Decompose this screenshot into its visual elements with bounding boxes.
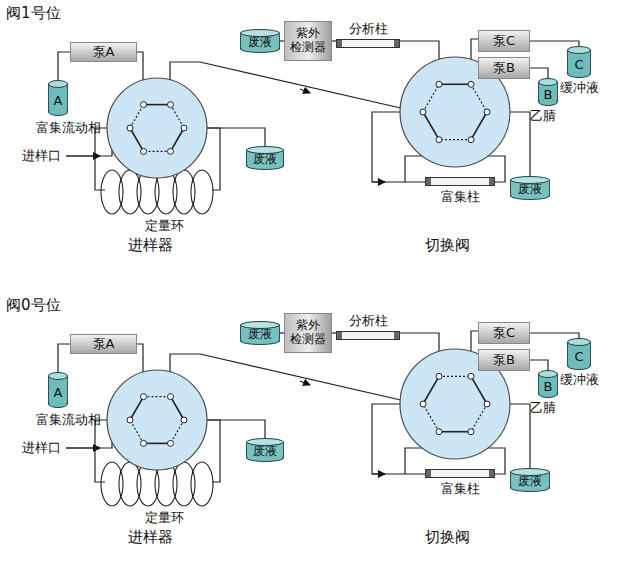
solvent-reservoir: B xyxy=(538,78,558,106)
column-tube xyxy=(425,177,495,186)
column: 分析柱 xyxy=(336,20,400,48)
pump-box: 泵C xyxy=(478,322,530,344)
waste-bottle: 废液 xyxy=(246,146,284,170)
solvent-reservoir: C xyxy=(567,338,591,370)
node-text: 废液 xyxy=(248,31,272,51)
part-label: 缓冲液 xyxy=(560,371,599,389)
node-text: 废液 xyxy=(248,323,272,343)
waste-bottle: 废液 xyxy=(246,438,284,462)
solvent-reservoir: A xyxy=(48,372,68,408)
pump-box: 泵A xyxy=(70,42,137,62)
node-text: 废液 xyxy=(518,178,542,198)
part-label: 富集流动相 xyxy=(36,411,101,429)
node-text: 废液 xyxy=(253,148,277,168)
node-text: 分析柱 xyxy=(349,20,388,37)
part-label: 乙腈 xyxy=(530,107,556,125)
pump-box: 泵B xyxy=(478,349,530,371)
node-text: A xyxy=(54,89,63,108)
part-label: 缓冲液 xyxy=(560,79,599,97)
part-label: 进样口 xyxy=(22,147,61,165)
node-text: 紫外 检测器 xyxy=(289,27,327,55)
uv-detector: 紫外 检测器 xyxy=(284,313,332,353)
part-label: 切换阀 xyxy=(425,528,470,547)
node-text: 泵B xyxy=(493,351,515,369)
part-label: 切换阀 xyxy=(425,236,470,255)
column-tube xyxy=(425,469,495,478)
waste-bottle: 废液 xyxy=(510,468,550,492)
uv-detector: 紫外 检测器 xyxy=(284,21,332,61)
part-label: 进样器 xyxy=(128,528,173,547)
solvent-reservoir: B xyxy=(538,370,558,398)
solvent-reservoir: A xyxy=(48,80,68,116)
tube-line xyxy=(58,52,70,82)
node-text: B xyxy=(544,83,553,102)
pump-box: 泵A xyxy=(70,334,137,354)
tube-line xyxy=(58,344,70,374)
state-title: 阀0号位 xyxy=(6,296,61,315)
node-text: 富集柱 xyxy=(441,188,480,205)
part-label: 定量环 xyxy=(145,217,184,235)
pump-box: 泵C xyxy=(478,30,530,52)
node-text: 富集柱 xyxy=(441,480,480,497)
column: 富集柱 xyxy=(425,469,495,499)
state-title: 阀1号位 xyxy=(6,4,61,23)
waste-bottle: 废液 xyxy=(240,29,280,53)
node-text: 分析柱 xyxy=(349,312,388,329)
node-text: C xyxy=(574,53,583,72)
node-text: 泵A xyxy=(93,335,115,353)
column-tube xyxy=(336,39,400,48)
node-text: A xyxy=(54,381,63,400)
node-text: 泵B xyxy=(493,59,515,77)
part-label: 乙腈 xyxy=(530,399,556,417)
pump-box: 泵B xyxy=(478,57,530,79)
part-label: 进样口 xyxy=(22,439,61,457)
node-text: 泵A xyxy=(93,43,115,61)
part-label: 定量环 xyxy=(145,509,184,527)
node-text: 废液 xyxy=(253,440,277,460)
solvent-reservoir: C xyxy=(567,46,591,78)
node-text: 紫外 检测器 xyxy=(289,319,327,347)
node-text: 废液 xyxy=(518,470,542,490)
column: 分析柱 xyxy=(336,312,400,340)
part-label: 进样器 xyxy=(128,236,173,255)
node-text: 泵C xyxy=(493,324,515,342)
part-label: 富集流动相 xyxy=(36,119,101,137)
waste-bottle: 废液 xyxy=(240,321,280,345)
waste-bottle: 废液 xyxy=(510,176,550,200)
node-text: B xyxy=(544,375,553,394)
node-text: 泵C xyxy=(493,32,515,50)
node-text: C xyxy=(574,345,583,364)
column-tube xyxy=(336,331,400,340)
column: 富集柱 xyxy=(425,177,495,207)
